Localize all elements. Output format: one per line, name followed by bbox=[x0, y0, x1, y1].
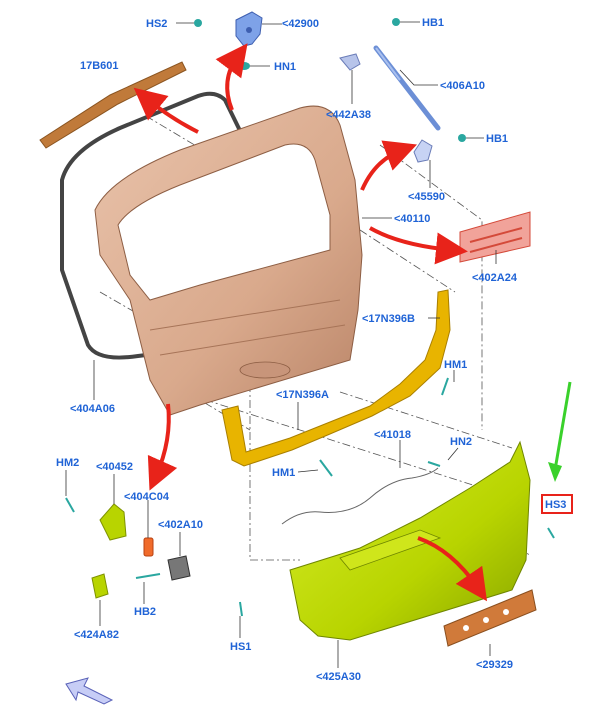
part-labels: HS2 <42900 HN1 HB1 17B601 <406A10 <442A3… bbox=[56, 17, 566, 683]
label-40452[interactable]: <40452 bbox=[96, 461, 133, 473]
label-hn1[interactable]: HN1 bbox=[274, 61, 296, 73]
fastener-hb1-top bbox=[392, 18, 400, 26]
fastener-hn2 bbox=[427, 461, 441, 467]
pad-404c04 bbox=[143, 537, 154, 557]
label-17n396a[interactable]: <17N396A bbox=[276, 389, 329, 401]
red-arrows bbox=[133, 43, 488, 602]
plate-29329 bbox=[443, 589, 537, 647]
label-406a10[interactable]: <406A10 bbox=[440, 80, 485, 92]
fastener-hs1 bbox=[239, 601, 243, 617]
fastener-hb2 bbox=[135, 573, 161, 579]
label-hm1-right[interactable]: HM1 bbox=[444, 359, 467, 371]
fasteners bbox=[65, 18, 555, 617]
leader-lines bbox=[65, 21, 497, 668]
hs3-highlight-box bbox=[541, 494, 573, 514]
fastener-hn1 bbox=[238, 62, 250, 70]
ball-mount-442a38 bbox=[339, 53, 361, 71]
label-424a82[interactable]: <424A82 bbox=[74, 629, 119, 641]
gas-strut-406a10 bbox=[373, 45, 441, 131]
label-42900[interactable]: <42900 bbox=[282, 18, 319, 30]
fastener-hs2 bbox=[194, 19, 202, 27]
bracket-40452 bbox=[99, 503, 127, 541]
label-hn2[interactable]: HN2 bbox=[450, 436, 472, 448]
ball-mount-45590 bbox=[413, 139, 433, 163]
tailgate-40110 bbox=[94, 105, 363, 416]
label-hs3[interactable]: HS3 bbox=[545, 499, 566, 511]
label-402a24[interactable]: <402A24 bbox=[472, 272, 518, 284]
switch-402a10 bbox=[167, 555, 191, 581]
badge-402a24 bbox=[459, 211, 531, 263]
seal-strip-17b601 bbox=[39, 61, 187, 149]
hinge-42900 bbox=[235, 11, 263, 47]
label-425a30[interactable]: <425A30 bbox=[316, 671, 361, 683]
label-402a10[interactable]: <402A10 bbox=[158, 519, 203, 531]
label-hb2[interactable]: HB2 bbox=[134, 606, 156, 618]
label-hb1-mid[interactable]: HB1 bbox=[486, 133, 508, 145]
label-29329[interactable]: <29329 bbox=[476, 659, 513, 671]
fastener-hm2 bbox=[65, 497, 75, 513]
fastener-hm1-right bbox=[441, 377, 449, 396]
label-hb1-top[interactable]: HB1 bbox=[422, 17, 444, 29]
label-hm2[interactable]: HM2 bbox=[56, 457, 79, 469]
cable-41018 bbox=[281, 467, 439, 525]
bracket-17n396 bbox=[221, 289, 451, 467]
fastener-hs3 bbox=[547, 527, 555, 539]
label-hm1-left[interactable]: HM1 bbox=[272, 467, 295, 479]
bump-stop-424a82 bbox=[91, 573, 109, 599]
label-17n396b[interactable]: <17N396B bbox=[362, 313, 415, 325]
label-hs2[interactable]: HS2 bbox=[146, 18, 167, 30]
fastener-hm1-left bbox=[319, 459, 333, 477]
green-pointer-arrow bbox=[548, 381, 572, 482]
label-442a38[interactable]: <442A38 bbox=[326, 109, 371, 121]
label-45590[interactable]: <45590 bbox=[408, 191, 445, 203]
label-hs1[interactable]: HS1 bbox=[230, 641, 251, 653]
label-404c04[interactable]: <404C04 bbox=[124, 491, 170, 503]
label-17b601[interactable]: 17B601 bbox=[80, 60, 119, 72]
nav-arrow-icon[interactable] bbox=[65, 677, 114, 705]
label-40110[interactable]: <40110 bbox=[394, 213, 430, 225]
weatherstrip-loop-404a06 bbox=[60, 91, 278, 360]
label-404a06[interactable]: <404A06 bbox=[70, 403, 115, 415]
label-41018[interactable]: <41018 bbox=[374, 429, 411, 441]
fastener-hb1-mid bbox=[458, 134, 466, 142]
